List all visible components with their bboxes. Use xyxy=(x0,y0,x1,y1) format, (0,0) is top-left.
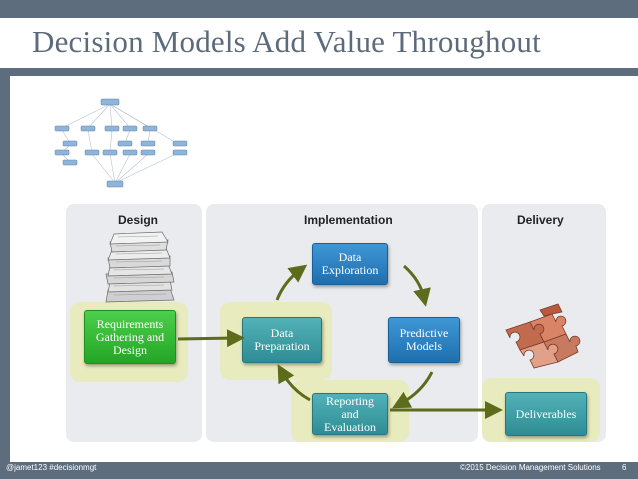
reporting-evaluation-box: Reporting and Evaluation xyxy=(312,393,388,435)
footer-handle: @jamet123 #decisionmgt xyxy=(6,463,97,472)
paper-stack-icon xyxy=(105,231,175,303)
title-band xyxy=(0,18,638,68)
implementation-label: Implementation xyxy=(304,213,393,227)
page-number: 6 xyxy=(622,463,627,472)
predictive-models-box: Predictive Models xyxy=(388,317,460,363)
requirements-gathering-box: Requirements Gathering and Design xyxy=(84,310,176,364)
puzzle-pieces-icon xyxy=(505,303,581,369)
data-preparation-box: Data Preparation xyxy=(242,317,322,363)
deliverables-box: Deliverables xyxy=(505,392,587,436)
slide-title: Decision Models Add Value Throughout xyxy=(32,24,541,59)
data-exploration-box: Data Exploration xyxy=(312,243,388,285)
delivery-label: Delivery xyxy=(517,213,564,227)
design-label: Design xyxy=(118,213,159,227)
footer-copyright: ©2015 Decision Management Solutions xyxy=(460,463,601,472)
